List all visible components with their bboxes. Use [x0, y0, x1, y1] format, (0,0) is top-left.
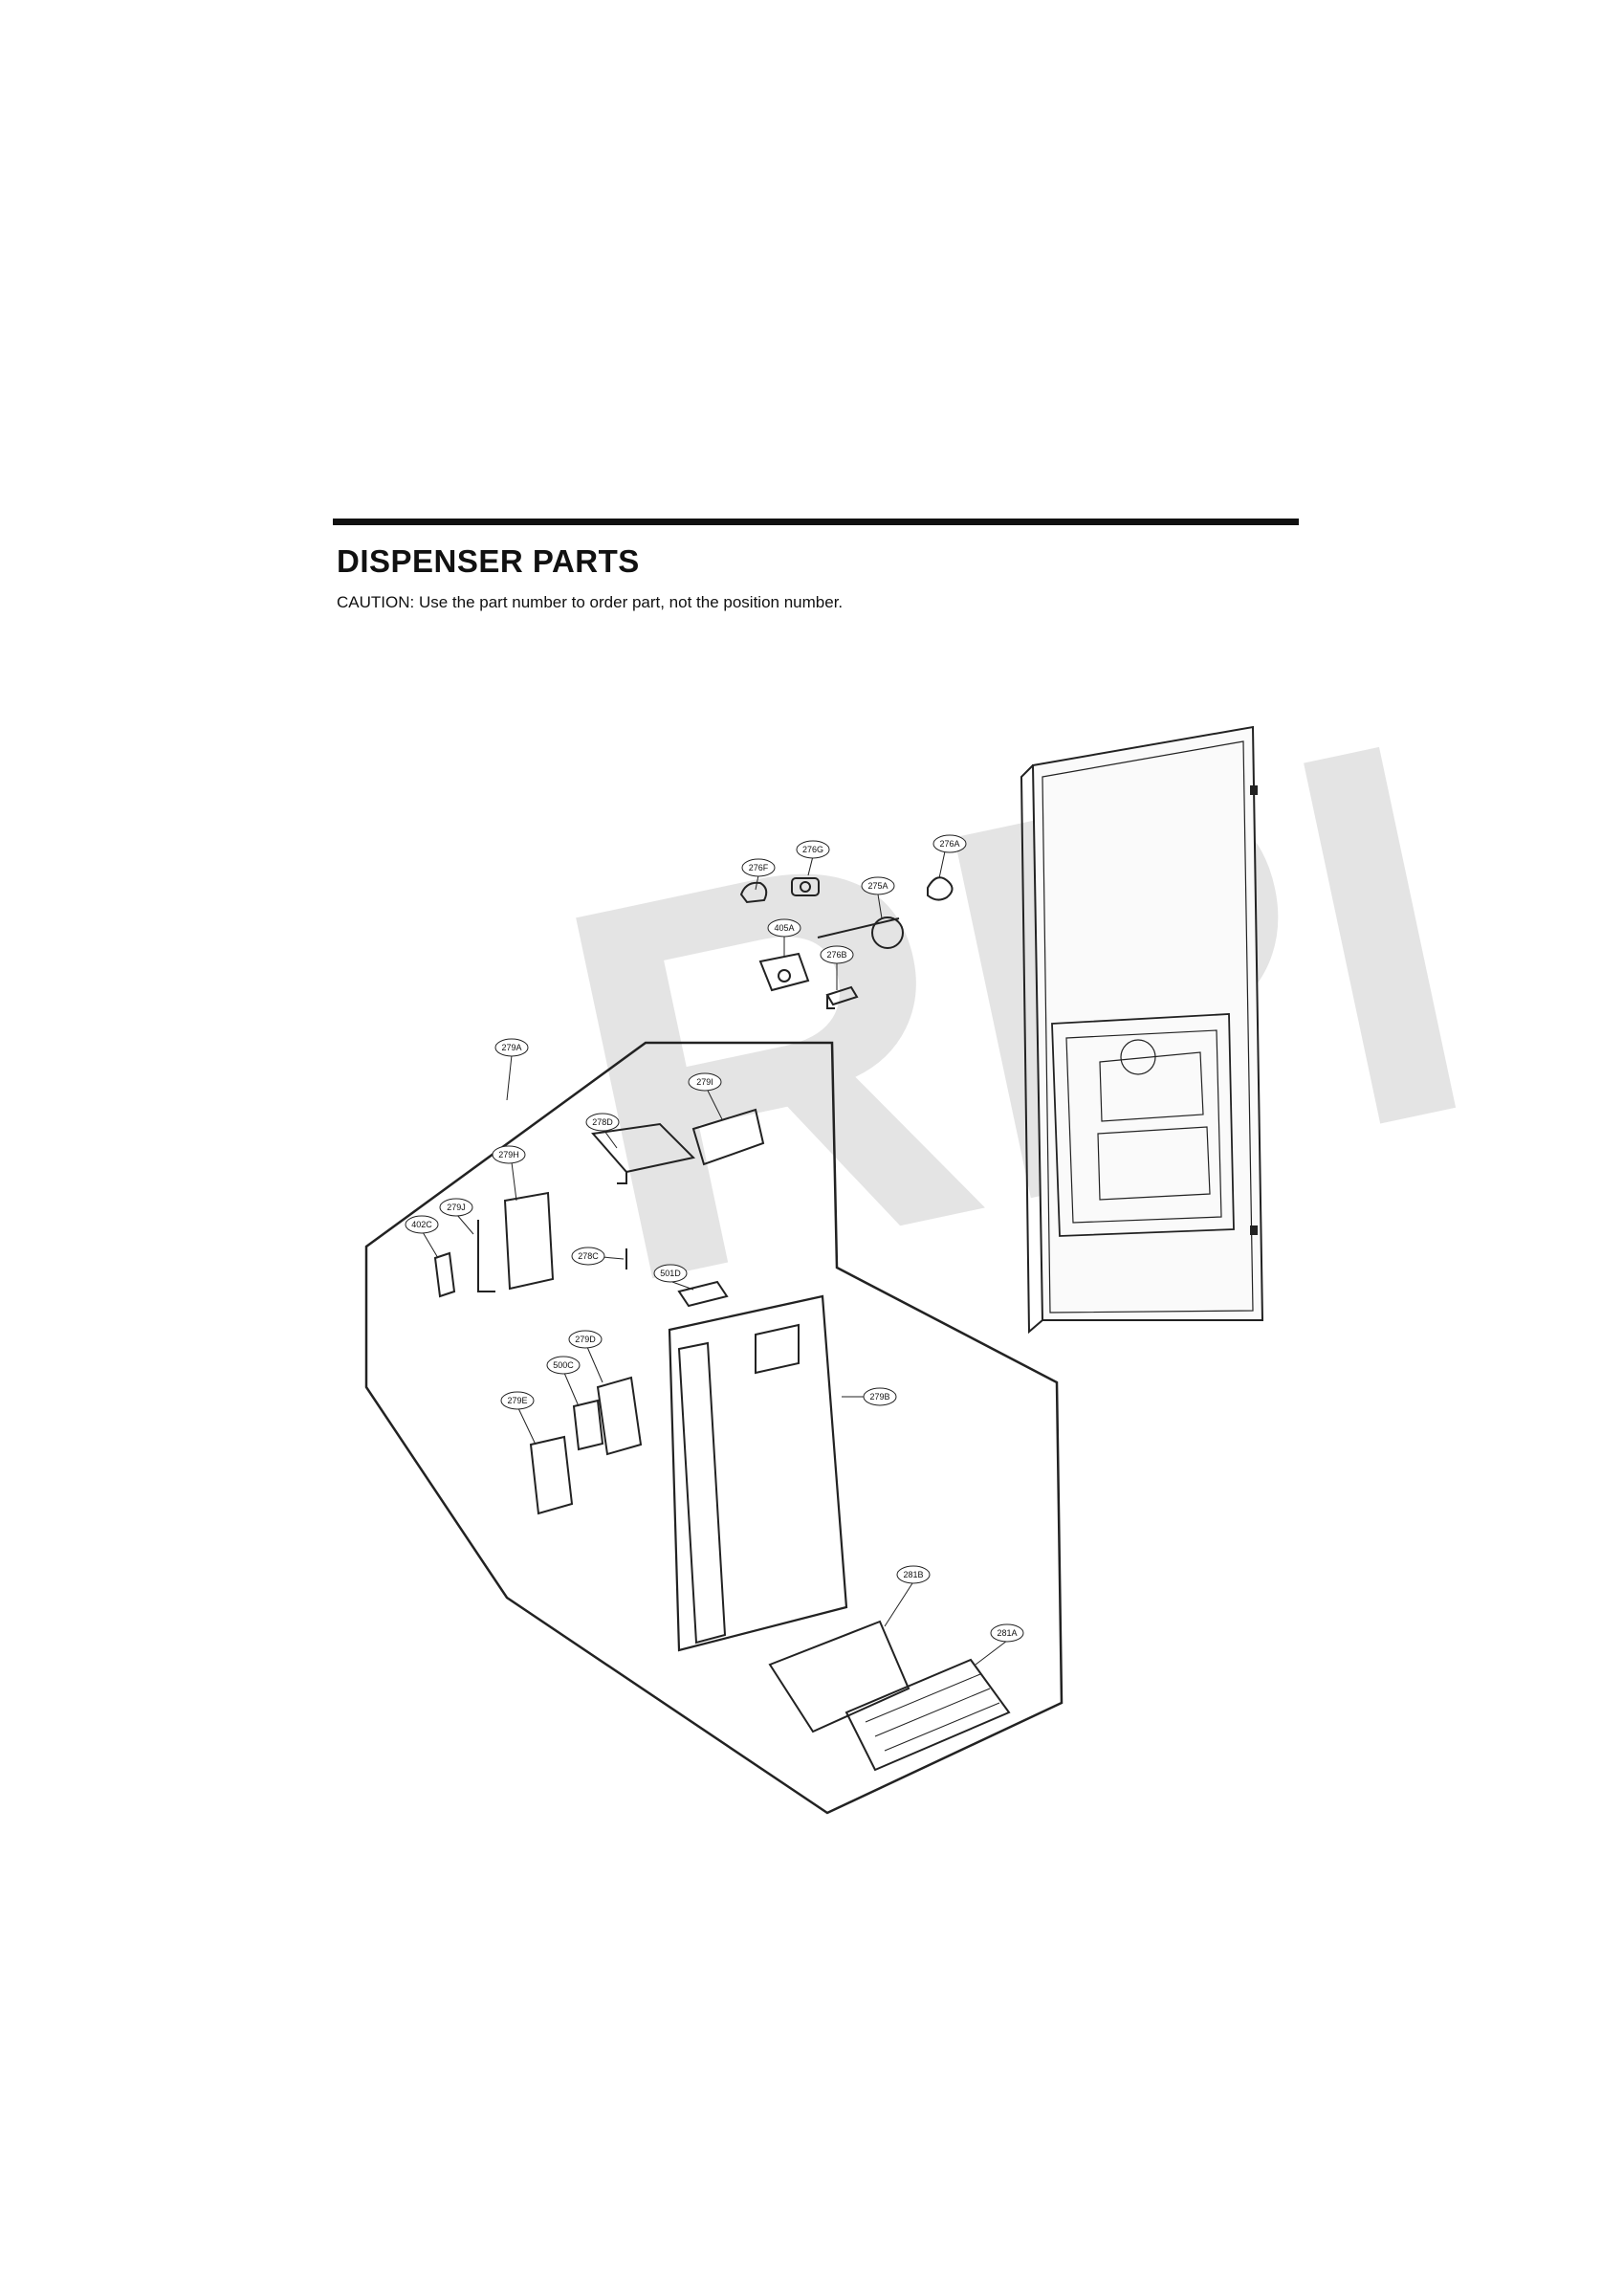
leader-lines	[422, 850, 1008, 1666]
callout-279J: 279J	[439, 1198, 473, 1217]
part-501D-shape	[677, 1280, 729, 1308]
header-rule	[333, 519, 1299, 525]
svg-text:279A: 279A	[501, 1043, 521, 1052]
callout-276A: 276A	[932, 834, 967, 853]
callout-279E: 279E	[500, 1391, 535, 1410]
callout-501D: 501D	[653, 1264, 688, 1283]
svg-text:279E: 279E	[507, 1396, 527, 1405]
part-402C-shape	[433, 1251, 456, 1298]
door-panel	[1020, 725, 1264, 1335]
callout-500C: 500C	[546, 1356, 581, 1375]
svg-text:279D: 279D	[575, 1335, 596, 1344]
svg-text:500C: 500C	[553, 1360, 574, 1370]
svg-text:276G: 276G	[802, 845, 823, 854]
callout-402C: 402C	[405, 1215, 439, 1234]
callout-278D: 278D	[585, 1113, 620, 1132]
part-279I-shape	[691, 1108, 765, 1166]
part-279B-shape	[668, 1294, 848, 1652]
svg-text:275A: 275A	[867, 881, 888, 891]
callout-281A: 281A	[990, 1623, 1024, 1643]
part-276F-shape	[739, 881, 768, 904]
part-276B-shape	[825, 985, 859, 1009]
part-276G-shape	[791, 877, 820, 896]
callout-405A: 405A	[767, 918, 801, 938]
part-276A-shape	[927, 876, 954, 901]
callout-278C: 278C	[571, 1247, 605, 1266]
part-278D-shape	[591, 1122, 696, 1184]
part-500C-shape	[572, 1399, 604, 1451]
callout-279I: 279I	[688, 1072, 722, 1092]
svg-text:276B: 276B	[826, 950, 846, 960]
callout-279A: 279A	[494, 1038, 529, 1057]
page-title: DISPENSER PARTS	[337, 543, 640, 579]
svg-text:281A: 281A	[997, 1628, 1017, 1638]
callout-279D: 279D	[568, 1330, 603, 1349]
part-281B-shape	[768, 1620, 910, 1733]
svg-text:402C: 402C	[411, 1220, 432, 1229]
part-279E-shape	[529, 1435, 574, 1515]
svg-text:279B: 279B	[869, 1392, 889, 1402]
callout-279H: 279H	[492, 1145, 526, 1164]
svg-text:278C: 278C	[578, 1251, 599, 1261]
svg-text:281B: 281B	[903, 1570, 923, 1579]
callout-281B: 281B	[896, 1565, 931, 1584]
callout-275A: 275A	[861, 876, 895, 895]
svg-text:279I: 279I	[696, 1077, 713, 1087]
svg-text:276F: 276F	[749, 863, 769, 872]
part-281A-shape	[844, 1658, 1011, 1772]
part-279D-shape	[596, 1376, 643, 1456]
callout-276B: 276B	[820, 945, 854, 964]
svg-text:405A: 405A	[774, 923, 794, 933]
part-405A-shape	[758, 952, 810, 992]
callout-276F: 276F	[741, 858, 776, 877]
svg-text:278D: 278D	[592, 1117, 613, 1127]
callout-279B: 279B	[863, 1387, 897, 1406]
svg-text:501D: 501D	[660, 1269, 681, 1278]
assembly-boundary	[364, 1041, 1064, 1815]
svg-text:276A: 276A	[939, 839, 959, 849]
svg-text:279J: 279J	[447, 1203, 466, 1212]
part-279H-shape	[503, 1191, 555, 1291]
part-275A-shape	[817, 916, 904, 949]
svg-text:279H: 279H	[498, 1150, 519, 1159]
part-279J-shape	[477, 1220, 495, 1292]
caution-note: CAUTION: Use the part number to order pa…	[337, 593, 844, 611]
callout-276G: 276G	[796, 840, 830, 859]
